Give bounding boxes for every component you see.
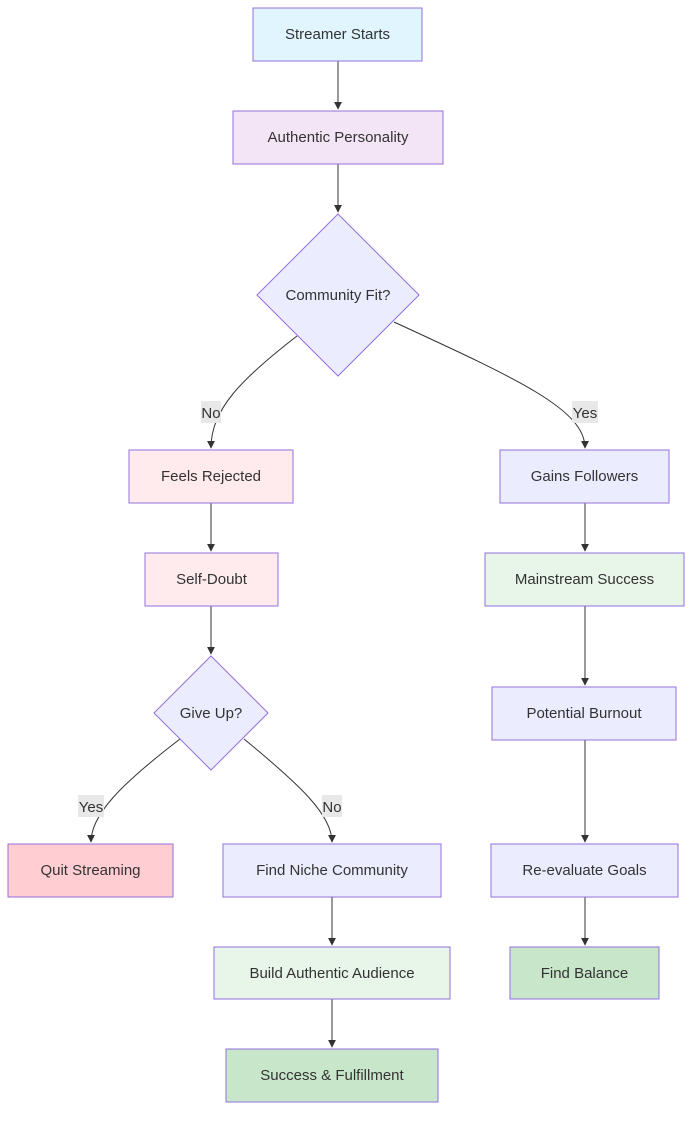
node-potential-burnout[interactable]: Potential Burnout <box>491 686 677 741</box>
edge-label-fit-no: No <box>201 401 221 423</box>
svg-text:Community Fit?: Community Fit? <box>285 287 390 304</box>
node-success-fulfillment[interactable]: Success & Fulfillment <box>225 1048 439 1103</box>
node-community-fit-decision[interactable]: Community Fit? <box>256 213 420 377</box>
svg-text:Build Authentic Audience: Build Authentic Audience <box>249 965 414 982</box>
svg-text:Potential Burnout: Potential Burnout <box>526 705 642 722</box>
svg-text:Find Niche Community: Find Niche Community <box>256 862 408 879</box>
node-self-doubt[interactable]: Self-Doubt <box>144 552 279 607</box>
node-find-niche-community[interactable]: Find Niche Community <box>222 843 442 898</box>
node-find-balance[interactable]: Find Balance <box>509 946 660 1000</box>
edges <box>87 61 589 1048</box>
edge-label-giveup-yes: Yes <box>78 795 104 817</box>
edge-communityfit-followers <box>393 321 589 449</box>
edge-giveup-quit <box>87 738 181 843</box>
svg-text:Self-Doubt: Self-Doubt <box>176 571 248 588</box>
edge-label-giveup-no: No <box>322 795 342 817</box>
svg-text:Give Up?: Give Up? <box>180 705 243 722</box>
edge-labels: No Yes Yes No <box>78 401 598 817</box>
node-feels-rejected[interactable]: Feels Rejected <box>128 449 294 504</box>
node-start[interactable]: Streamer Starts <box>252 7 423 62</box>
node-give-up-decision[interactable]: Give Up? <box>153 655 269 771</box>
node-gains-followers[interactable]: Gains Followers <box>499 449 670 504</box>
svg-text:Re-evaluate Goals: Re-evaluate Goals <box>522 862 646 879</box>
svg-text:Yes: Yes <box>573 405 597 422</box>
svg-text:Feels Rejected: Feels Rejected <box>161 468 261 485</box>
svg-text:Authentic Personality: Authentic Personality <box>268 129 409 146</box>
node-authentic-personality[interactable]: Authentic Personality <box>232 110 444 165</box>
node-mainstream-success[interactable]: Mainstream Success <box>484 552 685 607</box>
svg-text:No: No <box>201 405 220 422</box>
svg-text:Gains Followers: Gains Followers <box>531 468 639 485</box>
svg-text:No: No <box>322 799 341 816</box>
edge-communityfit-rejected <box>207 335 298 449</box>
svg-text:Find Balance: Find Balance <box>541 965 629 982</box>
edge-label-fit-yes: Yes <box>572 401 598 423</box>
svg-text:Quit Streaming: Quit Streaming <box>40 862 140 879</box>
svg-text:Streamer Starts: Streamer Starts <box>285 26 390 43</box>
node-quit-streaming[interactable]: Quit Streaming <box>7 843 174 898</box>
svg-text:Mainstream Success: Mainstream Success <box>515 571 654 588</box>
svg-text:Success & Fulfillment: Success & Fulfillment <box>260 1067 404 1084</box>
edge-giveup-niche <box>243 738 336 843</box>
svg-text:Yes: Yes <box>79 799 103 816</box>
node-build-authentic-audience[interactable]: Build Authentic Audience <box>213 946 451 1000</box>
node-reevaluate-goals[interactable]: Re-evaluate Goals <box>490 843 679 898</box>
